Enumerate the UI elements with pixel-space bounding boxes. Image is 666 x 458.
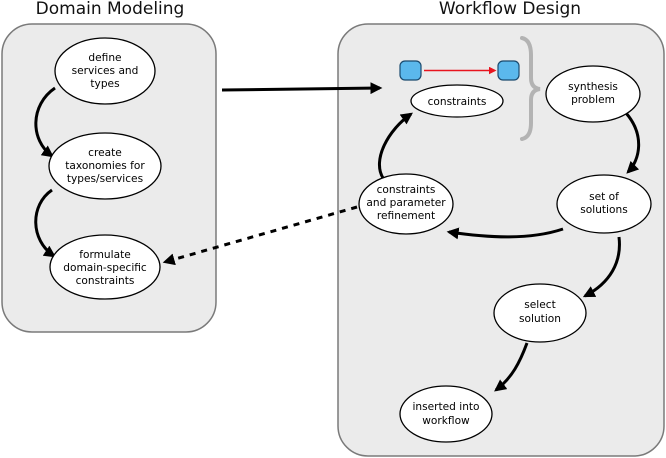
node-select-solution-line-1: select xyxy=(524,299,555,311)
node-formulate-constraints-line-3: constraints xyxy=(76,275,135,287)
node-formulate-constraints-line-1: formulate xyxy=(79,249,131,261)
brace-shape xyxy=(520,36,541,141)
node-create-taxonomies: create taxonomies for types/services xyxy=(48,132,162,200)
node-constraints-line-1: constraints xyxy=(428,96,487,108)
node-define-services-line-1: define xyxy=(88,52,121,64)
arrow-refinement-to-formulate-dashed xyxy=(162,205,358,266)
node-synthesis-problem-line-2: problem xyxy=(571,94,615,106)
node-create-taxonomies-line-3: types/services xyxy=(67,173,143,185)
arrow-solutions-to-refinement xyxy=(446,227,564,240)
node-constraints-refinement-line-2: and parameter xyxy=(366,197,446,209)
node-constraints-refinement-line-1: constraints xyxy=(377,184,436,196)
node-create-taxonomies-line-1: create xyxy=(88,147,122,159)
arrow-domain-to-workflow xyxy=(221,82,383,95)
node-inserted-into-workflow-line-1: inserted into xyxy=(412,401,479,413)
node-define-services-line-2: services and xyxy=(72,65,139,77)
node-set-of-solutions-line-1: set of xyxy=(589,191,619,203)
node-define-services-line-3: types xyxy=(90,78,119,90)
component-box-left xyxy=(399,60,422,81)
arrow-select-to-inserted xyxy=(494,342,529,392)
node-constraints: constraints xyxy=(410,84,504,118)
node-inserted-into-workflow-line-2: workflow xyxy=(422,415,470,427)
node-formulate-constraints: formulate domain-specific constraints xyxy=(49,234,161,300)
node-set-of-solutions: set of solutions xyxy=(556,174,652,234)
arrow-create-to-formulate xyxy=(34,188,56,258)
node-formulate-constraints-line-2: domain-specific xyxy=(63,262,147,274)
node-synthesis-problem: synthesis problem xyxy=(545,65,641,123)
domain-modeling-title: Domain Modeling xyxy=(36,0,185,19)
node-inserted-into-workflow: inserted into workflow xyxy=(399,385,493,443)
node-synthesis-problem-line-1: synthesis xyxy=(568,81,618,93)
node-create-taxonomies-line-2: taxonomies for xyxy=(65,160,145,172)
node-select-solution: select solution xyxy=(493,283,587,343)
workflow-design-panel xyxy=(337,23,665,457)
node-define-services: define services and types xyxy=(54,37,156,105)
node-constraints-refinement: constraints and parameter refinement xyxy=(358,173,454,235)
workflow-design-title: Workflow Design xyxy=(439,0,581,19)
arrow-synthesis-to-solutions xyxy=(624,112,641,174)
arrow-solutions-to-select xyxy=(582,236,621,298)
arrow-define-to-create xyxy=(34,86,56,158)
node-constraints-refinement-line-3: refinement xyxy=(377,210,435,222)
node-select-solution-line-2: solution xyxy=(519,313,561,325)
arrow-refinement-to-constraints xyxy=(377,112,413,179)
component-box-right xyxy=(497,60,520,81)
node-set-of-solutions-line-2: solutions xyxy=(580,204,627,216)
